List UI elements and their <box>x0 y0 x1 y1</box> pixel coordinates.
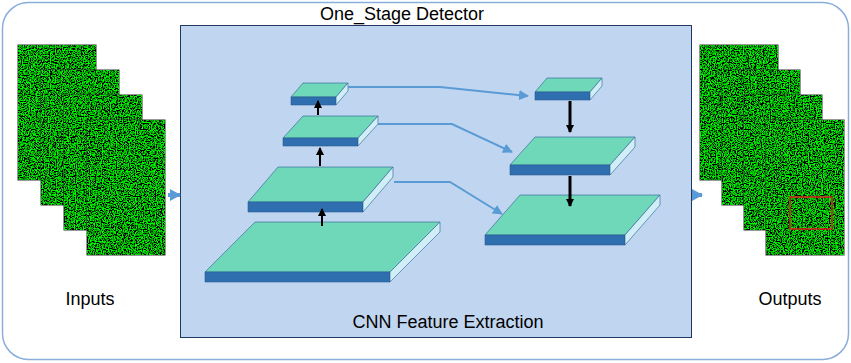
slab-face <box>590 78 602 100</box>
feature-pyramid <box>205 78 660 282</box>
output-frames <box>700 45 844 255</box>
cnn-detector-box: One_Stage DetectorCNN Feature Extraction <box>180 25 692 338</box>
slab-face <box>358 116 378 146</box>
title-label: One_Stage Detector <box>320 5 484 25</box>
slab-face <box>283 138 358 146</box>
node-label: Inputs <box>65 290 114 310</box>
node-label: Outputs <box>758 290 821 310</box>
flow-arrow <box>692 193 702 197</box>
slab-face <box>625 195 660 245</box>
input-stack: Inputs <box>8 28 168 318</box>
slab-face <box>610 137 635 175</box>
pyramid-arrows <box>318 101 570 226</box>
lateral-arrows <box>348 87 528 214</box>
slab-face <box>336 83 348 105</box>
input-frames <box>18 45 165 255</box>
output-stack: Outputs <box>702 28 847 318</box>
outer-frame <box>3 3 849 360</box>
detection-box <box>790 197 832 229</box>
slab-face <box>390 222 440 282</box>
slab-face <box>510 165 610 175</box>
slab-face <box>248 202 363 212</box>
slab-face <box>205 272 390 282</box>
slab-face <box>485 235 625 245</box>
slab-face <box>291 97 336 105</box>
flow-arrow <box>168 193 180 197</box>
node-label: CNN Feature Extraction <box>352 313 543 333</box>
slab-face <box>535 92 590 100</box>
slab-face <box>363 167 393 212</box>
